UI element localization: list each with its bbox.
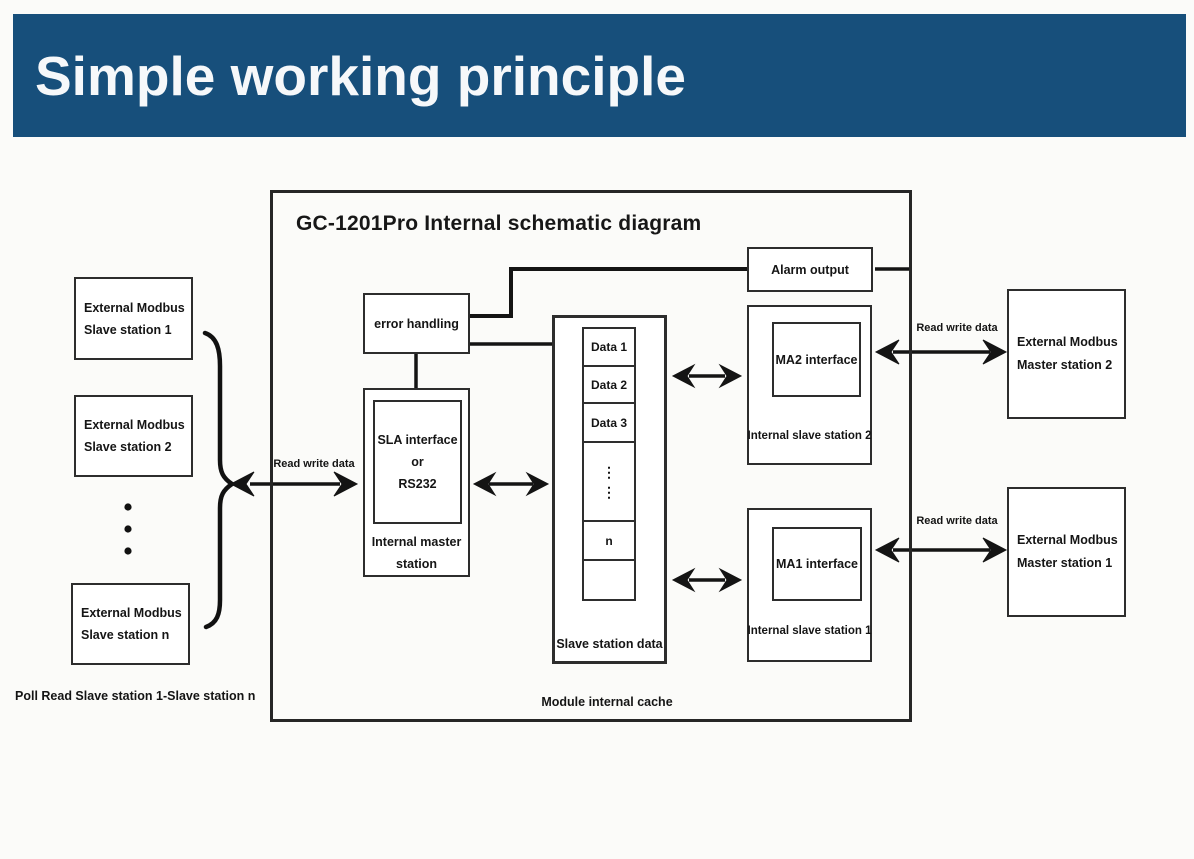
data-cell-n-label: n bbox=[605, 533, 613, 548]
slaven-line1: External Modbus bbox=[81, 606, 182, 620]
ma1-interface-box: MA1 interface bbox=[772, 527, 862, 601]
data-cell-3-label: Data 3 bbox=[590, 415, 628, 430]
master2-line1: External Modbus bbox=[1017, 335, 1118, 349]
arrow-ma2-master2 bbox=[874, 339, 1008, 365]
module-internal-cache-note: Module internal cache bbox=[541, 695, 673, 709]
slaven-line2: Slave station n bbox=[81, 628, 170, 642]
external-master-station-2-box: External Modbus Master station 2 bbox=[1007, 289, 1126, 419]
external-master-station-1-box: External Modbus Master station 1 bbox=[1007, 487, 1126, 617]
slave-ellipsis-dots bbox=[124, 503, 132, 555]
alarm-output-box: Alarm output bbox=[747, 247, 873, 292]
slave1-line1: External Modbus bbox=[84, 300, 185, 315]
arrow-stack-ma1 bbox=[671, 567, 743, 593]
data-cell-1: Data 1 bbox=[582, 327, 636, 367]
data-cell-3: Data 3 bbox=[582, 402, 636, 443]
ma1-interface-label: MA1 interface bbox=[776, 557, 858, 571]
data-cell-2: Data 2 bbox=[582, 364, 636, 405]
ma2-interface-label: MA2 interface bbox=[775, 352, 858, 367]
internal-slave-station-2-caption: Internal slave station 2 bbox=[747, 430, 872, 442]
sla-line3: RS232 bbox=[398, 477, 437, 491]
external-slave-station-1-box: External Modbus Slave station 1 bbox=[74, 277, 193, 360]
arrow-slaves-sla bbox=[229, 471, 359, 497]
data-cell-1-label: Data 1 bbox=[590, 340, 628, 354]
slave-station-data-caption: Slave station data bbox=[556, 637, 663, 651]
error-to-alarm-line bbox=[470, 267, 747, 318]
data-cell-2-label: Data 2 bbox=[590, 377, 628, 392]
read-write-label-left: Read write data bbox=[273, 458, 355, 470]
master1-line1: External Modbus bbox=[1017, 533, 1118, 547]
ellipsis-glyph-top: ⋮ bbox=[602, 463, 616, 480]
external-slave-station-n-box: External Modbus Slave station n bbox=[71, 583, 190, 665]
data-cell-ellipsis: ⋮ ⋮ bbox=[582, 440, 636, 523]
internal-schematic-box bbox=[270, 190, 912, 722]
alarm-output-label: Alarm output bbox=[771, 262, 849, 277]
sla-line1: SLA interface bbox=[377, 433, 458, 447]
brace-shape bbox=[202, 330, 235, 630]
data-cell-empty bbox=[582, 558, 636, 601]
internal-slave-station-1-caption: Internal slave station 1 bbox=[747, 625, 872, 637]
page-title: Simple working principle bbox=[35, 44, 686, 107]
diagram-title: GC-1201Pro Internal schematic diagram bbox=[296, 212, 702, 235]
slave2-line2: Slave station 2 bbox=[84, 440, 172, 454]
read-write-label-bottom-right: Read write data bbox=[916, 515, 998, 527]
arrow-stack-ma2 bbox=[671, 363, 743, 389]
master1-line2: Master station 1 bbox=[1017, 556, 1113, 570]
slave1-line2: Slave station 1 bbox=[84, 322, 172, 337]
data-cell-column: Data 1 Data 2 Data 3 ⋮ ⋮ n bbox=[582, 327, 636, 601]
ma2-interface-box: MA2 interface bbox=[772, 322, 861, 397]
title-banner: Simple working principle bbox=[13, 14, 1186, 137]
poll-note: Poll Read Slave station 1-Slave station … bbox=[15, 689, 256, 703]
internal-master-caption-line1: Internal master bbox=[371, 535, 462, 549]
internal-master-caption: Internal master station bbox=[363, 531, 470, 575]
sla-line2: or bbox=[411, 455, 424, 469]
ellipsis-glyph-bottom: ⋮ bbox=[602, 483, 616, 500]
data-cell-n: n bbox=[582, 520, 636, 561]
read-write-label-top-right: Read write data bbox=[916, 322, 998, 334]
sla-interface-box: SLA interface or RS232 bbox=[373, 400, 462, 524]
external-slave-station-2-box: External Modbus Slave station 2 bbox=[74, 395, 193, 477]
slave2-line1: External Modbus bbox=[84, 418, 185, 432]
error-handling-label: error handling bbox=[374, 316, 459, 331]
arrow-sla-stack bbox=[472, 471, 550, 497]
error-handling-box: error handling bbox=[363, 293, 470, 354]
master2-line2: Master station 2 bbox=[1017, 358, 1113, 372]
internal-master-caption-line2: station bbox=[396, 557, 437, 571]
